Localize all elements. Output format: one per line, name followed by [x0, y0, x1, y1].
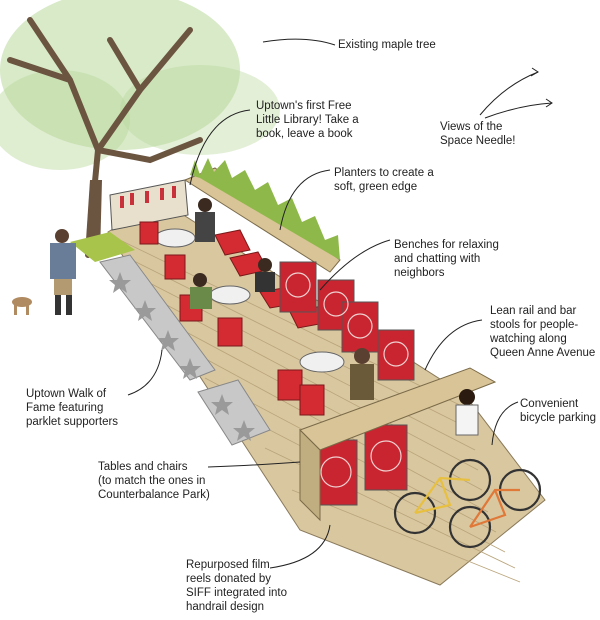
film-reel-handrail — [279, 261, 415, 506]
callout-space-needle: Views of the Space Needle! — [440, 121, 516, 147]
maple-tree-icon — [0, 0, 280, 262]
person-with-dog-icon — [12, 229, 76, 315]
free-little-library — [109, 179, 189, 231]
lean-rail — [299, 367, 497, 522]
bicycle-icon — [393, 458, 542, 549]
leader-lines — [127, 38, 519, 569]
callout-lean-rail: Lean rail and bar stools for people- wat… — [490, 305, 596, 359]
walk-of-fame-tiles — [99, 254, 271, 446]
round-table-icon — [154, 228, 345, 373]
callout-maple-tree: Existing maple tree — [338, 39, 436, 51]
callout-film-reels: Repurposed film reels donated by SIFF in… — [186, 559, 287, 613]
people-icon — [190, 198, 479, 436]
planter-box — [183, 158, 341, 273]
callout-tables: Tables and chairs (to match the ones in … — [98, 461, 210, 501]
callout-library: Uptown's first Free Little Library! Take… — [256, 100, 359, 140]
callout-bicycle: Convenient bicycle parking — [520, 398, 597, 424]
star-icon — [109, 272, 255, 441]
arrow-icon — [479, 67, 553, 119]
callout-planters: Planters to create a soft, green edge — [334, 167, 434, 193]
callout-benches: Benches for relaxing and chatting with n… — [394, 239, 499, 279]
callout-walk-of-fame: Uptown Walk of Fame featuring parklet su… — [26, 388, 119, 428]
